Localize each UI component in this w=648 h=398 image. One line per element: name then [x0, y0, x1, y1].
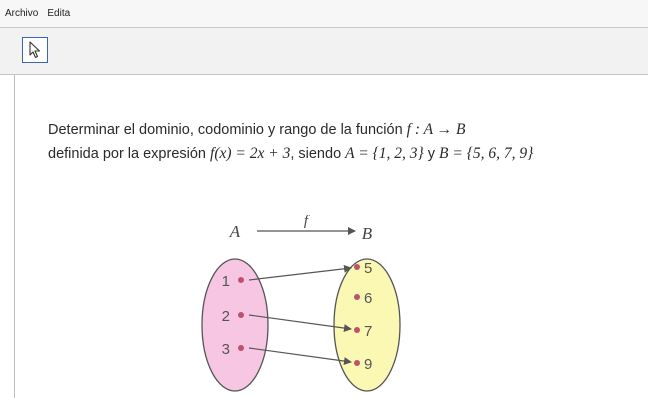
- problem-line-2: definida por la expresión f(x) = 2x + 3,…: [48, 142, 533, 166]
- codomain-element: 7: [364, 323, 372, 340]
- codomain-dot: [354, 360, 360, 366]
- function-label: f: [304, 215, 310, 229]
- domain-element: 2: [222, 308, 230, 325]
- menu-bar: Archivo Edita: [0, 0, 648, 27]
- pointer-arrow-icon: [29, 41, 41, 59]
- function-expression: f(x) = 2x + 3: [210, 145, 291, 162]
- set-b-definition: B = {5, 6, 7, 9}: [439, 145, 534, 162]
- graphics-view[interactable]: Determinar el dominio, codominio y rango…: [14, 75, 648, 398]
- domain-element: 1: [222, 273, 230, 290]
- function-notation: f : A → B: [406, 121, 466, 138]
- problem-line-2-text-b: , siendo: [290, 146, 346, 162]
- toolbar: [0, 27, 648, 75]
- set-a-ellipse: [201, 258, 269, 392]
- menu-archivo[interactable]: Archivo: [5, 8, 39, 19]
- domain-dot: [238, 345, 244, 351]
- domain-element: 3: [222, 341, 230, 358]
- codomain-dot: [354, 327, 360, 333]
- set-a-label: A: [229, 222, 241, 241]
- mapping-diagram: A f B 1 2 3 5 6 7 9: [201, 215, 401, 392]
- problem-line-2-text-a: definida por la expresión: [48, 146, 211, 162]
- mapping-line: [248, 314, 352, 333]
- problem-line-2-text-c: y: [423, 146, 440, 162]
- set-a-definition: A = {1, 2, 3}: [345, 145, 424, 162]
- codomain-element: 6: [364, 290, 372, 307]
- menu-edita[interactable]: Edita: [47, 8, 71, 19]
- codomain-element: 9: [364, 356, 372, 373]
- codomain-element: 5: [364, 260, 372, 277]
- domain-dot: [238, 312, 244, 318]
- problem-line-1-text: Determinar el dominio, codominio y rango…: [48, 122, 407, 138]
- problem-line-1: Determinar el dominio, codominio y rango…: [48, 118, 533, 142]
- set-b-label: B: [362, 224, 373, 243]
- mapping-line: [248, 264, 352, 281]
- codomain-dot: [354, 294, 360, 300]
- move-tool-button[interactable]: [22, 37, 48, 63]
- codomain-dot: [354, 264, 360, 270]
- problem-statement: Determinar el dominio, codominio y rango…: [48, 118, 533, 166]
- domain-dot: [238, 277, 244, 283]
- mapping-line: [248, 347, 352, 366]
